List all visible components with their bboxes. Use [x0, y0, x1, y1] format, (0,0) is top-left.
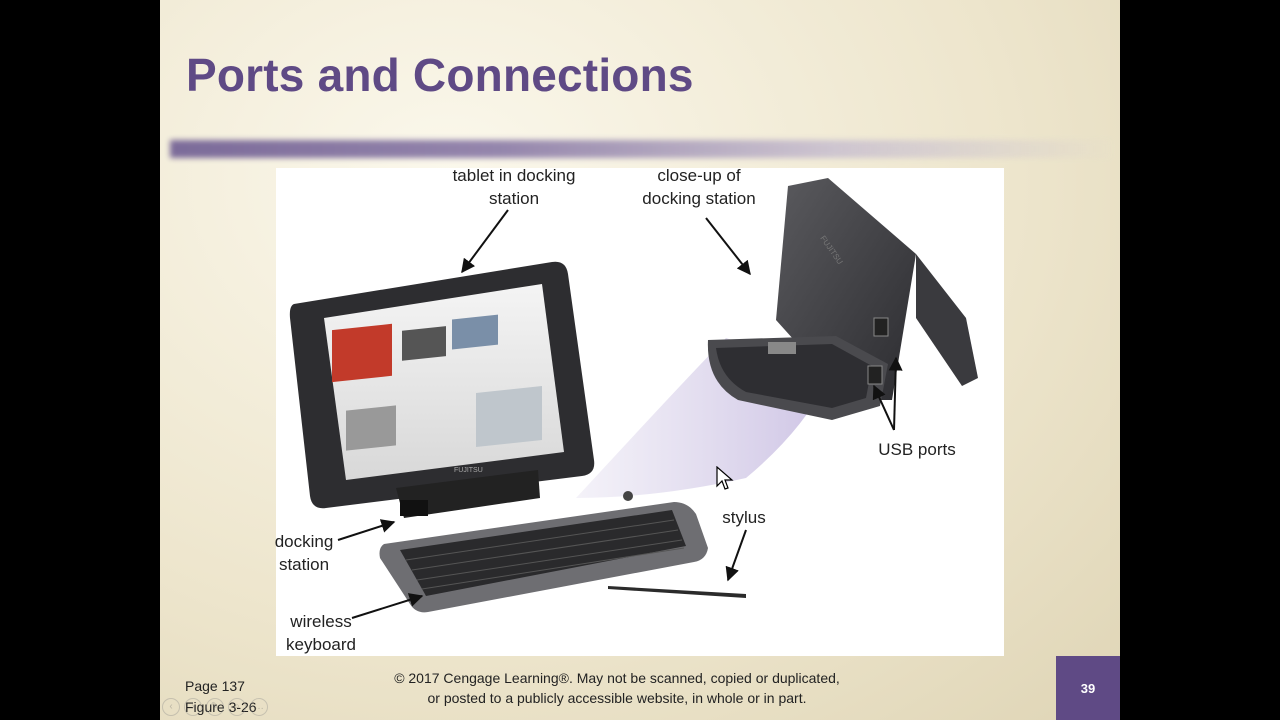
page-reference: Page 137 — [185, 678, 245, 694]
slide-number: 39 — [1056, 656, 1120, 720]
tablet-illustration: FUJITSU — [289, 261, 595, 509]
pen-icon[interactable]: ✎ — [206, 698, 224, 716]
slide: Ports and Connections — [160, 0, 1120, 720]
callout-docking-station: docking station — [274, 532, 334, 574]
tablet-brand-text: FUJITSU — [454, 467, 483, 474]
callout-tablet-in-docking-station: tablet in docking station — [452, 166, 576, 208]
left-arrow-icon[interactable]: ‹ — [162, 698, 180, 716]
callout-usb-ports: USB ports — [878, 440, 956, 459]
slideshow-controls: ‹ › ✎ ⌕ … — [162, 698, 268, 716]
callout-wireless-keyboard: wireless keyboard — [286, 612, 356, 654]
callout-closeup-docking-station: close-up of docking station — [642, 166, 756, 208]
more-icon[interactable]: … — [250, 698, 268, 716]
copyright-line-2: or posted to a publicly accessible websi… — [427, 690, 807, 706]
mouse-cursor-icon — [716, 466, 734, 490]
title-underline-bar — [170, 140, 1110, 158]
copyright-line-1: © 2017 Cengage Learning®. May not be sca… — [394, 670, 840, 686]
callout-stylus: stylus — [722, 508, 766, 527]
docking-station-under-tablet — [396, 470, 540, 518]
keyboard-illustration — [379, 491, 708, 613]
zoom-icon[interactable]: ⌕ — [228, 698, 246, 716]
right-arrow-icon[interactable]: › — [184, 698, 202, 716]
closeup-docking-station: FUJITSU — [707, 178, 978, 420]
figure-illustration: FUJITSU — [289, 178, 978, 619]
callout-arrows — [337, 209, 903, 619]
stylus-illustration — [608, 586, 746, 598]
figure-ports-connections: FUJITSU — [275, 166, 1004, 656]
copyright-notice: © 2017 Cengage Learning®. May not be sca… — [382, 668, 852, 708]
slide-title: Ports and Connections — [186, 49, 694, 101]
